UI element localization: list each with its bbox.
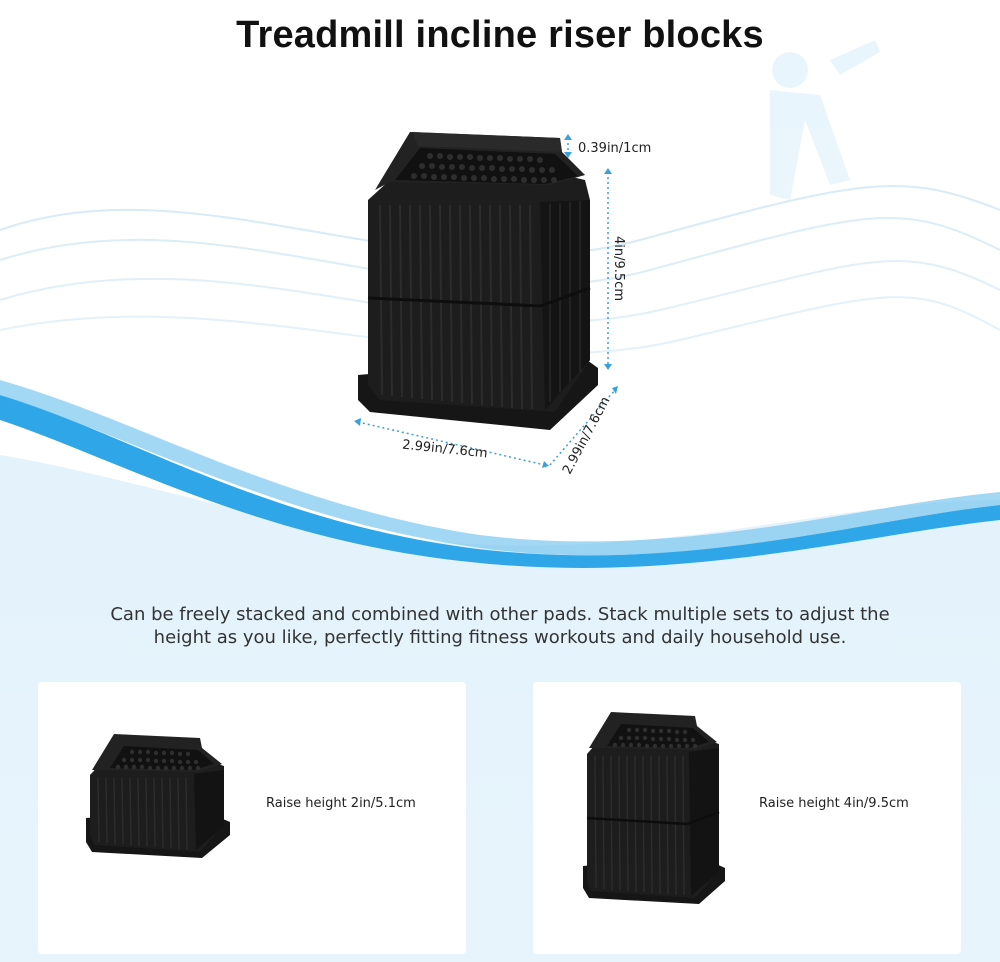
card-stacked-blocks: Raise height 4in/9.5cm	[533, 682, 961, 954]
hero-riser-block	[354, 132, 618, 468]
stacked-riser-block-image	[583, 712, 725, 904]
page-title: Treadmill incline riser blocks	[236, 14, 764, 56]
card-label-2in: Raise height 2in/5.1cm	[266, 796, 416, 811]
card-single-block: Raise height 2in/5.1cm	[38, 682, 466, 954]
dimension-lip-height: 0.39in/1cm	[578, 141, 652, 156]
single-riser-block-image	[86, 734, 230, 858]
dimension-height: 4in/9.5cm	[611, 236, 626, 301]
description: Can be freely stacked and combined with …	[110, 604, 890, 648]
card-label-4in: Raise height 4in/9.5cm	[759, 796, 909, 811]
